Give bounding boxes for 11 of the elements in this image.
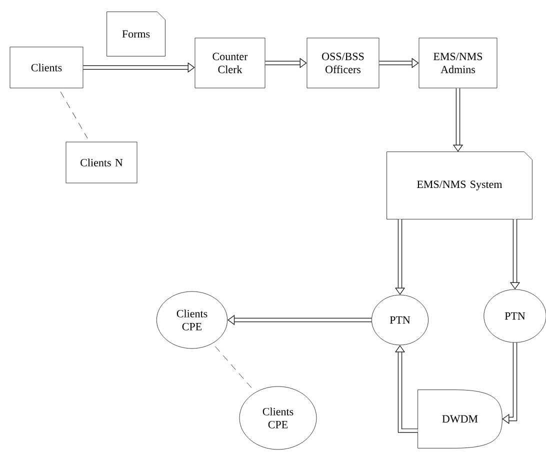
- process-box: OSS/BSS Officers: [306, 38, 380, 88]
- process-box: Clients N: [66, 142, 138, 184]
- process-box: Counter Clerk: [194, 38, 266, 88]
- process-box: Clients: [10, 46, 84, 88]
- arrow: [502, 342, 518, 424]
- connector-line: [215, 346, 253, 390]
- system-box: EMS/NMS System: [386, 152, 532, 220]
- connector-line: [60, 91, 88, 139]
- document-box: Forms: [106, 12, 166, 56]
- arrow: [394, 345, 418, 433]
- process-box: EMS/NMS Admins: [418, 38, 498, 88]
